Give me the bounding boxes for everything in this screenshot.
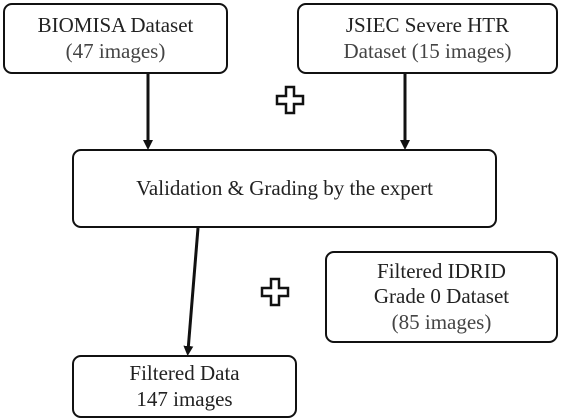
node-jsiec-dataset: JSIEC Severe HTR Dataset (15 images) xyxy=(297,3,558,74)
node-idrid-count: (85 images) xyxy=(391,309,492,334)
node-biomisa-count: (47 images) xyxy=(65,38,166,63)
node-jsiec-title: JSIEC Severe HTR xyxy=(345,13,510,38)
plus-icon xyxy=(275,85,305,115)
node-biomisa-title: BIOMISA Dataset xyxy=(37,13,194,38)
node-jsiec-count: Dataset (15 images) xyxy=(343,38,512,63)
node-filtered-data: Filtered Data 147 images xyxy=(72,355,297,418)
arrow-validation-to-filtered xyxy=(183,227,200,356)
node-validation-label: Validation & Grading by the expert xyxy=(136,175,433,200)
plus-icon xyxy=(260,277,290,307)
node-idrid-title: Filtered IDRID xyxy=(377,259,506,284)
node-filtered-title: Filtered Data xyxy=(129,361,240,386)
node-validation-grading: Validation & Grading by the expert xyxy=(72,149,497,228)
node-biomisa-dataset: BIOMISA Dataset (47 images) xyxy=(3,3,228,74)
node-filtered-count: 147 images xyxy=(136,386,233,411)
node-filtered-idrid-dataset: Filtered IDRID Grade 0 Dataset (85 image… xyxy=(325,251,558,343)
node-idrid-grade: Grade 0 Dataset xyxy=(373,284,510,309)
